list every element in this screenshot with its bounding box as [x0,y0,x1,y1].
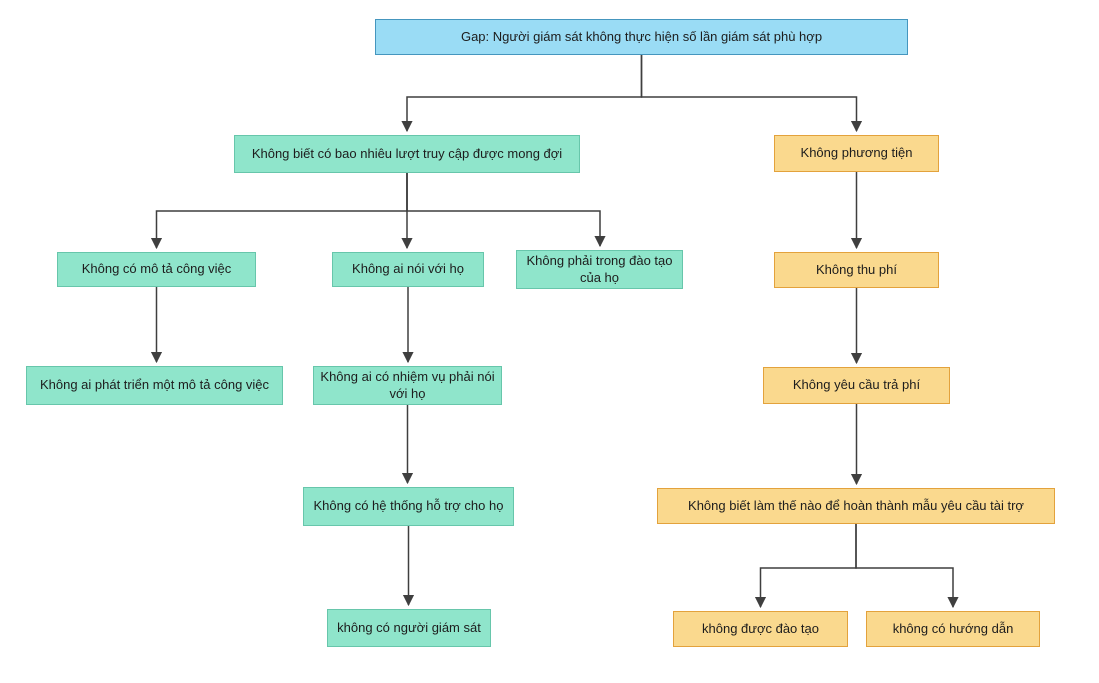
edge-left-to-not-in-training [406,173,606,248]
node-not-in-training[interactable]: Không phải trong đào tạo của họ [516,250,683,289]
node-not-trained[interactable]: không được đào tạo [673,611,848,647]
edge-root-to-left-branch [401,55,643,133]
node-no-fee-requirement[interactable]: Không yêu cầu trả phí [763,367,950,404]
edge-to-no-instructions [855,524,959,609]
node-no-job-description[interactable]: Không có mô tả công việc [57,252,256,287]
node-unknown-funding-form[interactable]: Không biết làm thế nào để hoàn thành mẫu… [657,488,1055,524]
node-no-means[interactable]: Không phương tiện [774,135,939,172]
node-unknown-expected-visits[interactable]: Không biết có bao nhiêu lượt truy cập đư… [234,135,580,173]
edge-left-to-no-job-description [150,173,408,250]
node-nobody-told-them[interactable]: Không ai nói với họ [332,252,484,287]
node-gap-statement[interactable]: Gap: Người giám sát không thực hiện số l… [375,19,908,55]
node-no-support-system[interactable]: Không có hệ thống hỗ trợ cho họ [303,487,514,526]
node-nobody-tasked-to-tell[interactable]: Không ai có nhiệm vụ phải nói với họ [313,366,502,405]
node-no-fees-collected[interactable]: Không thu phí [774,252,939,288]
node-no-job-description-developed[interactable]: Không ai phát triển một mô tả công việc [26,366,283,405]
node-no-supervisor[interactable]: không có người giám sát [327,609,491,647]
node-no-instructions[interactable]: không có hướng dẫn [866,611,1040,647]
edge-root-to-right-branch [640,55,863,133]
edge-to-not-trained [754,524,857,609]
